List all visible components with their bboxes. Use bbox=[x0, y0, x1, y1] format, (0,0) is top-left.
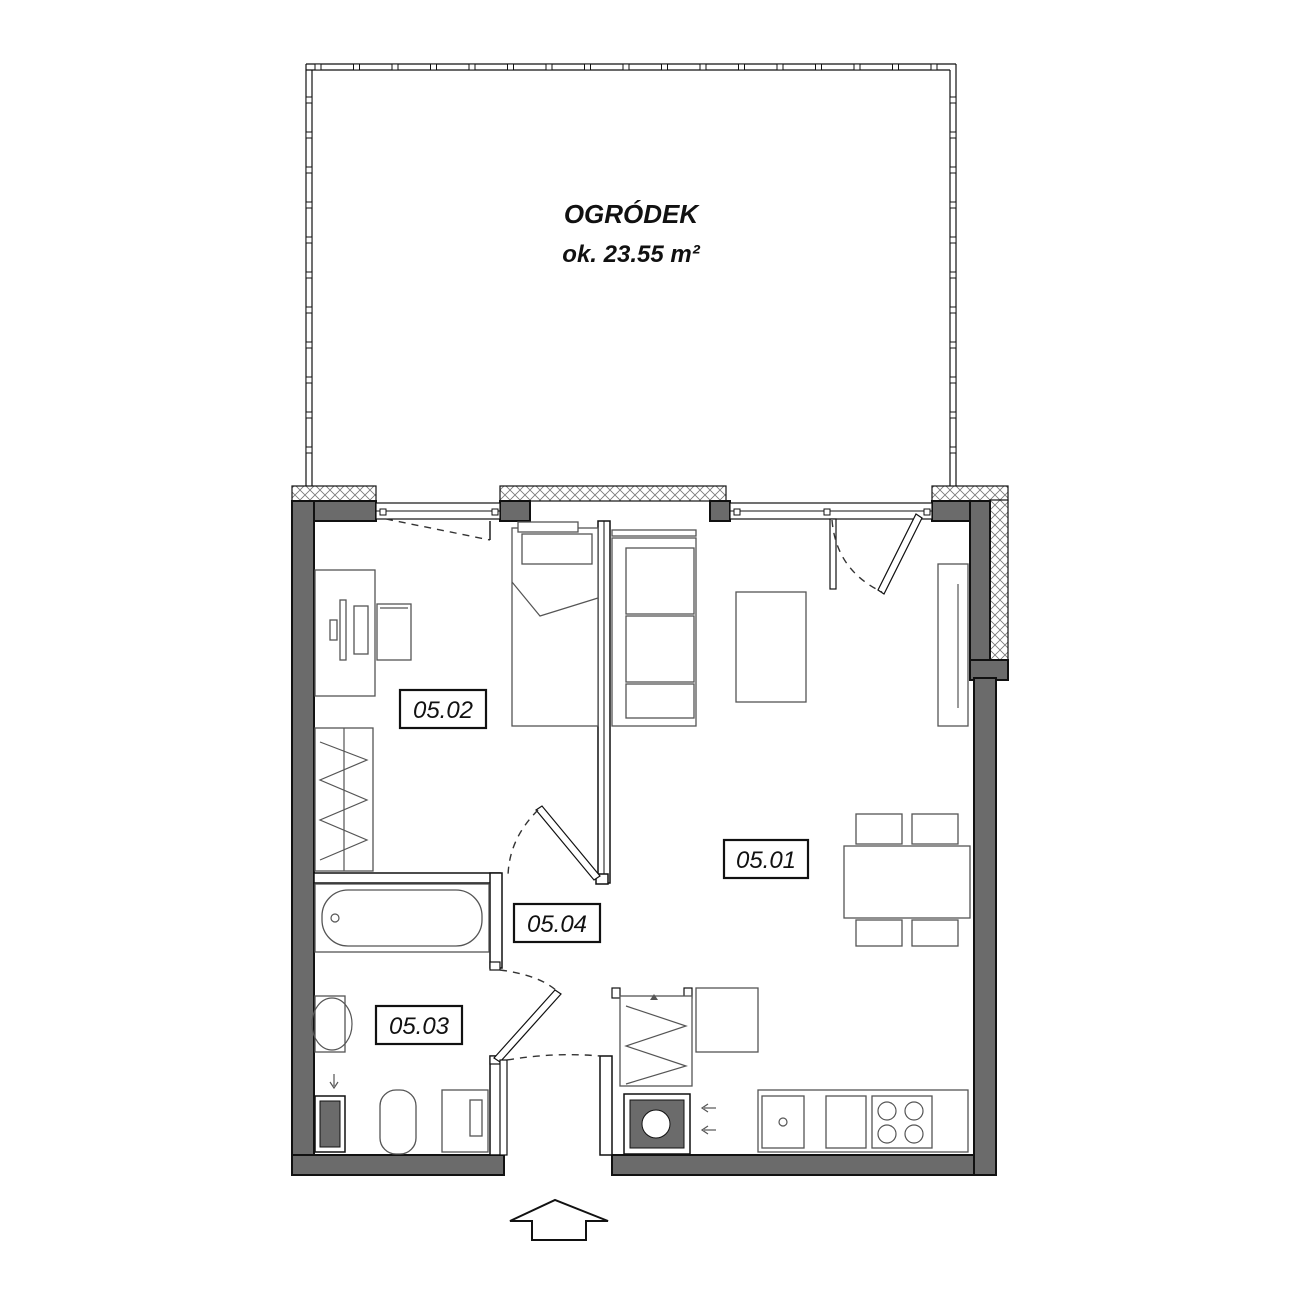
fence-post bbox=[305, 306, 313, 314]
garden: OGRÓDEK ok. 23.55 m² bbox=[305, 63, 957, 486]
radiator-living bbox=[611, 529, 697, 537]
walls bbox=[291, 500, 1009, 1176]
fence-post bbox=[949, 306, 957, 314]
fence-post bbox=[305, 131, 313, 139]
fence-post bbox=[305, 376, 313, 384]
fence-post bbox=[661, 63, 668, 71]
fence-post bbox=[305, 446, 313, 454]
fence-post bbox=[853, 63, 861, 71]
fence-post bbox=[305, 271, 313, 279]
fence-post bbox=[305, 236, 313, 244]
partitions bbox=[313, 520, 693, 1156]
fridge bbox=[695, 987, 759, 1053]
fence-post bbox=[776, 63, 784, 71]
fence-post bbox=[949, 341, 957, 349]
bedroom-furniture bbox=[314, 521, 599, 872]
fence-post bbox=[584, 63, 591, 71]
washbasin bbox=[314, 995, 346, 1053]
drain-arrow-icon bbox=[329, 1074, 716, 1135]
fence-post bbox=[815, 63, 822, 71]
fence-post bbox=[949, 446, 957, 454]
fence-post bbox=[699, 63, 707, 71]
fence-post bbox=[507, 63, 514, 71]
dining-table bbox=[843, 845, 971, 919]
fence-post bbox=[949, 96, 957, 104]
fence-post bbox=[892, 63, 899, 71]
fence-post bbox=[353, 63, 360, 71]
fence-post bbox=[430, 63, 437, 71]
sink bbox=[761, 1095, 805, 1149]
garden-area: ok. 23.55 m² bbox=[562, 241, 700, 268]
fence-post bbox=[314, 63, 322, 71]
room-id-05-03: 05.03 bbox=[389, 1013, 450, 1040]
room-label-05-04: 05.04 bbox=[512, 902, 602, 944]
fence-post bbox=[949, 131, 957, 139]
fence-post bbox=[738, 63, 745, 71]
pillow bbox=[521, 533, 593, 565]
room-id-05-01: 05.01 bbox=[736, 847, 796, 874]
entrance-arrow-icon bbox=[509, 1198, 609, 1241]
toilet bbox=[379, 1089, 417, 1155]
room-label-05-01: 05.01 bbox=[722, 838, 810, 880]
fence-post bbox=[305, 166, 313, 174]
living-kitchen-furniture bbox=[611, 529, 971, 1153]
room-id-05-04: 05.04 bbox=[527, 911, 587, 938]
doors bbox=[385, 513, 923, 1156]
fence-post bbox=[949, 271, 957, 279]
fence-post bbox=[949, 166, 957, 174]
fence-post bbox=[391, 63, 399, 71]
room-label-05-03: 05.03 bbox=[374, 1004, 464, 1046]
fence-post bbox=[305, 411, 313, 419]
cooktop bbox=[871, 1095, 933, 1149]
fence-post bbox=[305, 96, 313, 104]
fence-post bbox=[949, 201, 957, 209]
fence-post bbox=[949, 411, 957, 419]
garden-fence bbox=[305, 63, 957, 486]
fence-posts bbox=[305, 63, 957, 454]
room-label-05-02: 05.02 bbox=[398, 688, 488, 730]
fence-post bbox=[305, 341, 313, 349]
fence-post bbox=[622, 63, 630, 71]
fence-post bbox=[949, 236, 957, 244]
fence-post bbox=[468, 63, 476, 71]
fence-post bbox=[545, 63, 553, 71]
fence-post bbox=[949, 376, 957, 384]
tv-cabinet bbox=[937, 563, 969, 727]
closet bbox=[619, 995, 693, 1087]
fence-post bbox=[930, 63, 938, 71]
facade-insulation bbox=[291, 485, 1009, 661]
room-id-05-02: 05.02 bbox=[413, 697, 473, 724]
desk-chair bbox=[376, 603, 412, 661]
fence-post bbox=[305, 201, 313, 209]
dishwasher bbox=[825, 1095, 867, 1149]
bathroom-furniture bbox=[311, 883, 691, 1155]
garden-title: OGRÓDEK bbox=[564, 199, 701, 229]
windows bbox=[375, 502, 933, 520]
coffee-table bbox=[735, 591, 807, 703]
